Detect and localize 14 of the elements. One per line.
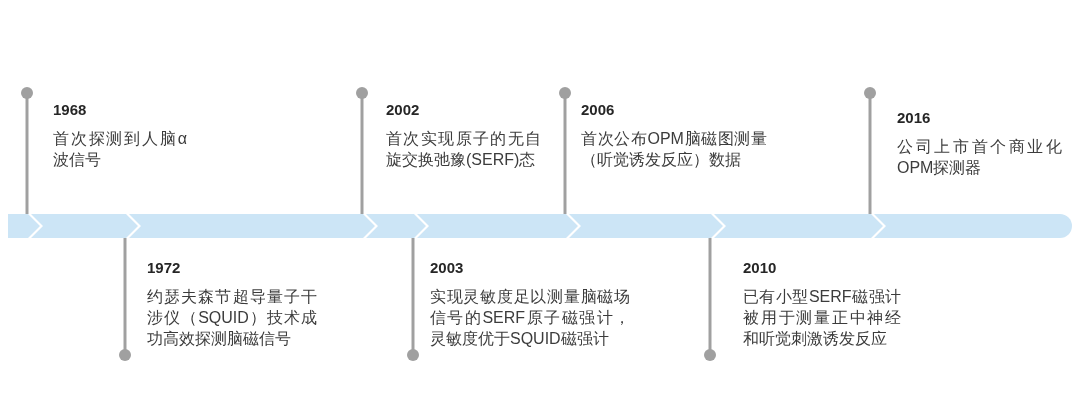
event-description: 公司上市首个商业化OPM探测器 xyxy=(897,137,1062,178)
event-year: 2010 xyxy=(743,259,778,277)
event-description: 首次探测到人脑α波信号 xyxy=(53,129,187,170)
event-year: 2016 xyxy=(897,109,932,127)
event-description: 首次实现原子的无自旋交换弛豫(SERF)态 xyxy=(386,129,541,170)
event-description: 约瑟夫森节超导量子干涉仪（SQUID）技术成功高效探测脑磁信号 xyxy=(147,287,317,349)
event-description: 实现灵敏度足以测量脑磁场信号的SERF原子磁强计，灵敏度优于SQUID磁强计 xyxy=(430,287,630,349)
event-year: 2002 xyxy=(386,101,421,119)
event-year: 2003 xyxy=(430,259,465,277)
event-year: 1972 xyxy=(147,259,182,277)
event-year: 2006 xyxy=(581,101,616,119)
event-description: 首次公布OPM脑磁图测量（听觉诱发反应）数据 xyxy=(581,129,767,170)
event-year: 1968 xyxy=(53,101,88,119)
event-description: 已有小型SERF磁强计被用于测量正中神经和听觉刺激诱发反应 xyxy=(743,287,901,349)
